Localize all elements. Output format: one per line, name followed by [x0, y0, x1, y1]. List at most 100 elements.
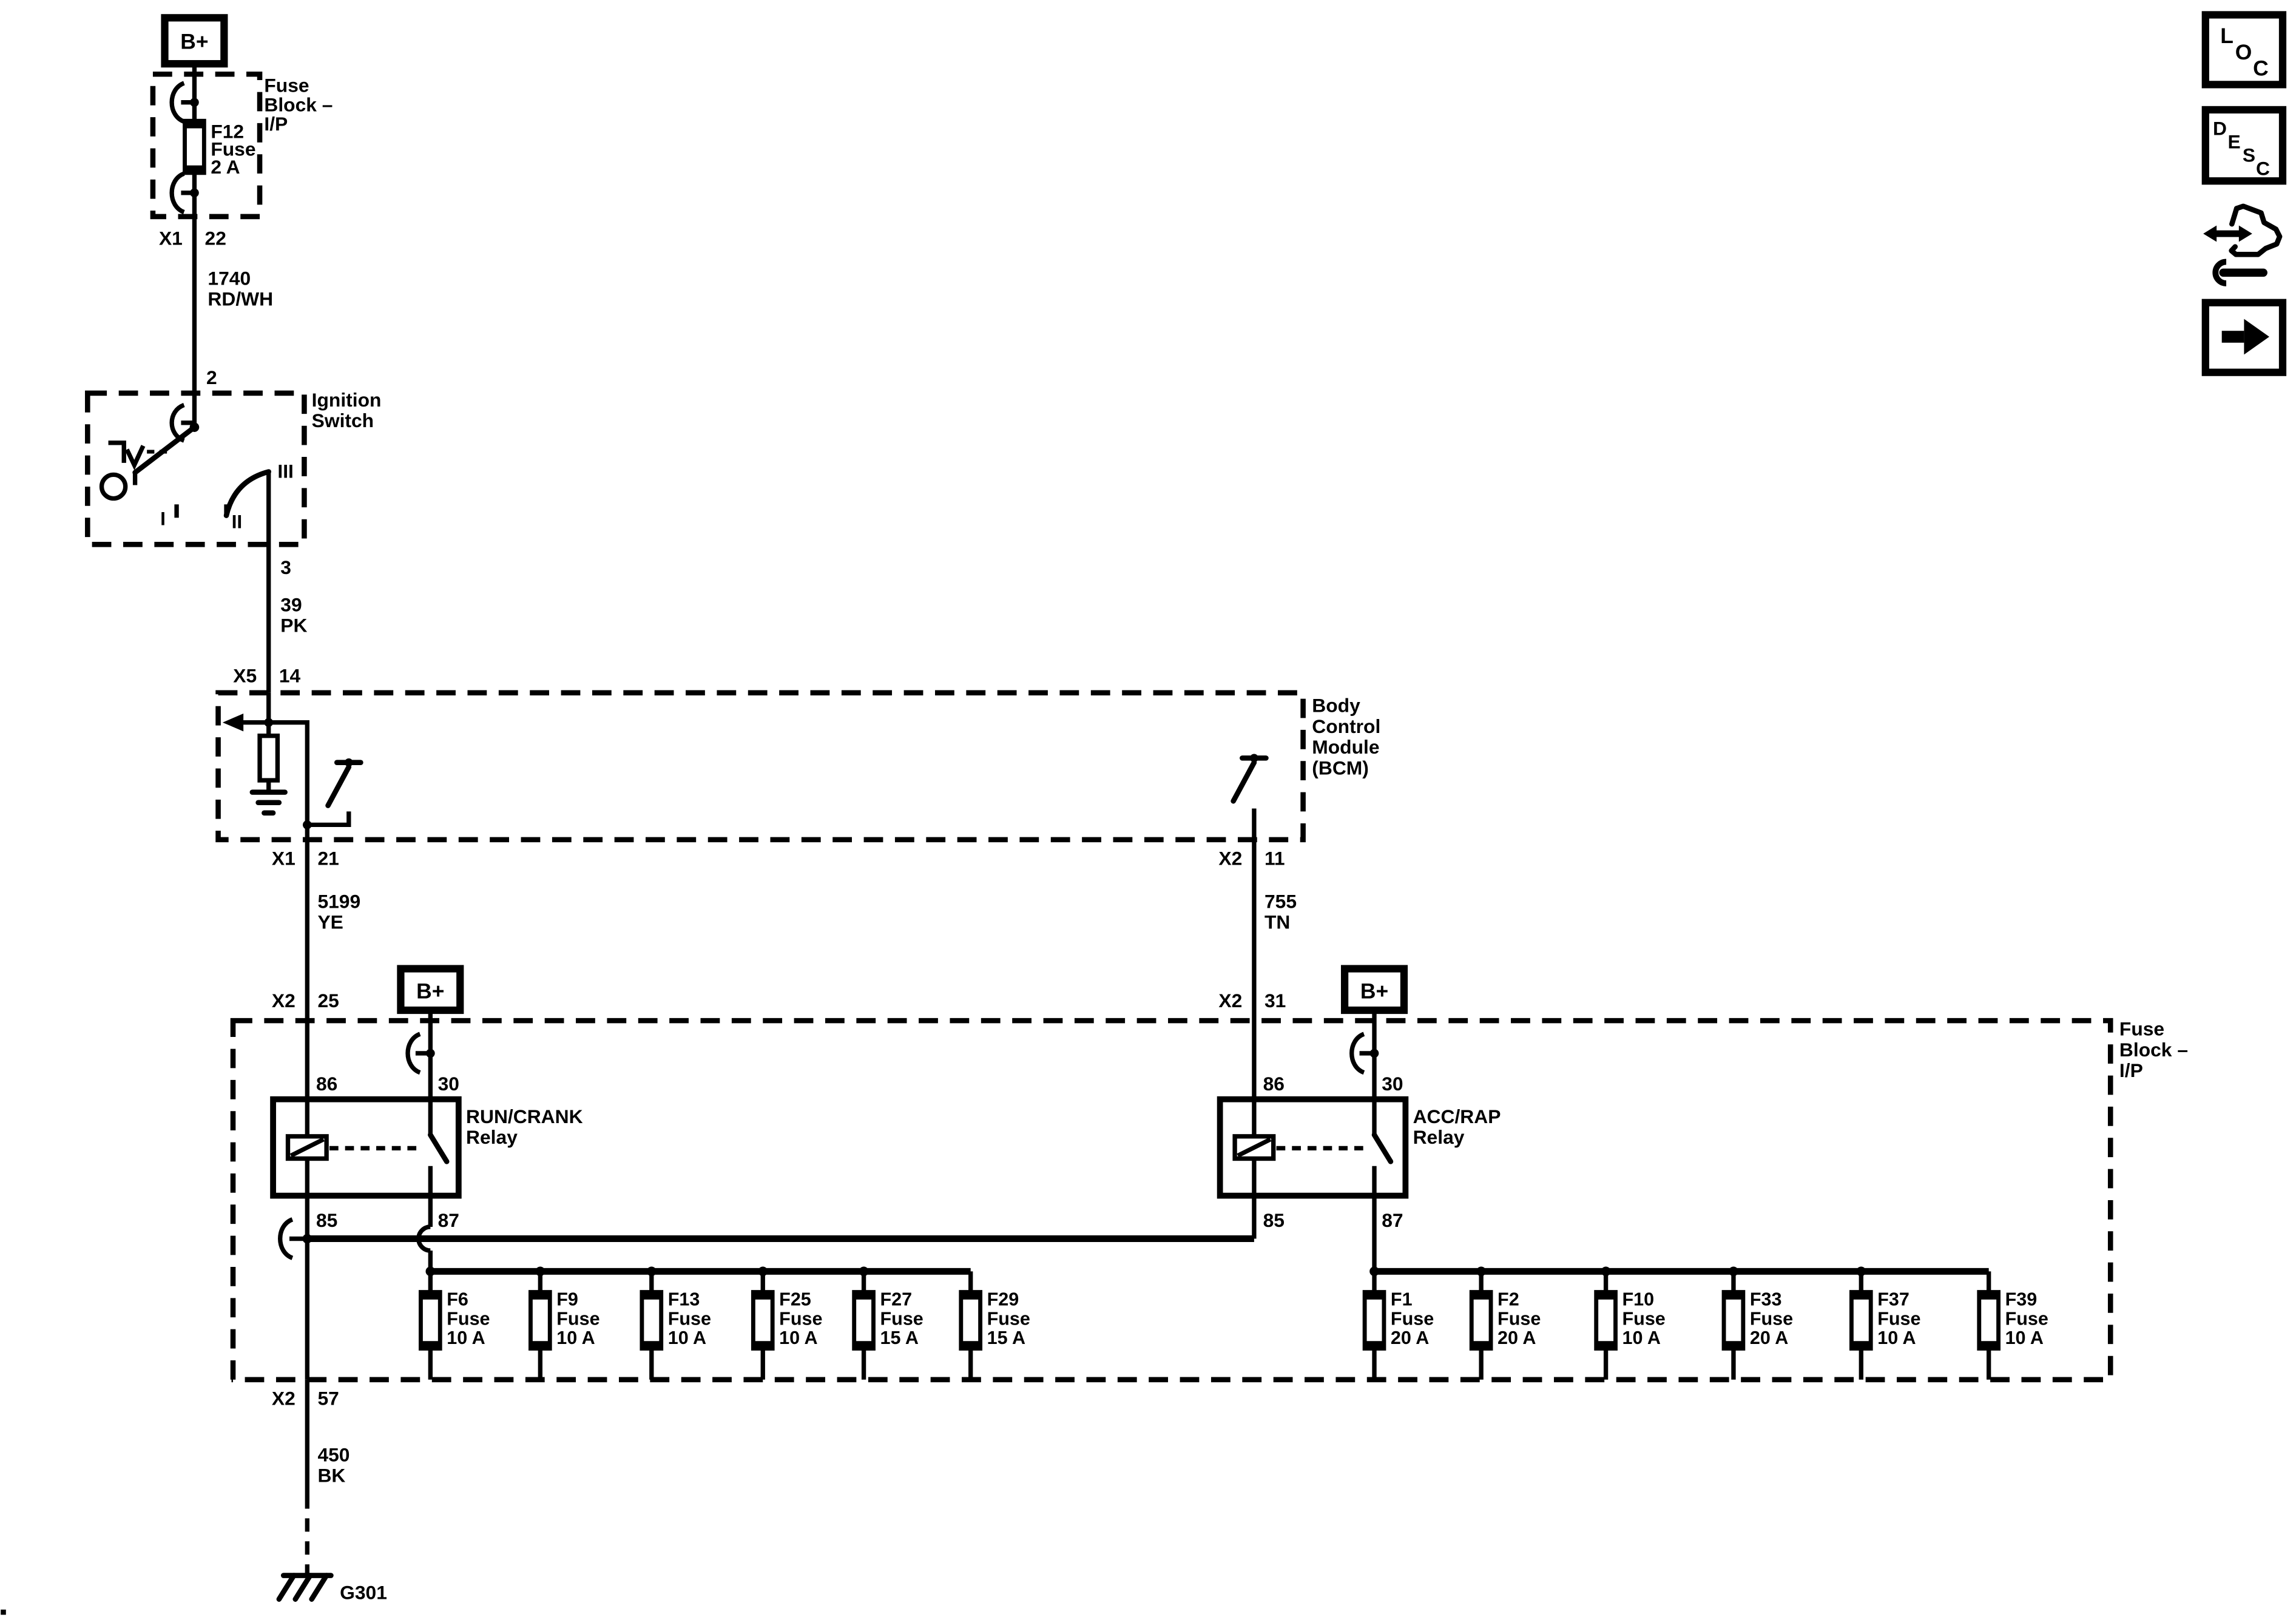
battery-feed-runcrank: B+ [397, 965, 464, 1135]
ignition-name-1: Ignition [312, 389, 382, 411]
pin-87-label: 87 [438, 1209, 459, 1231]
bcm: Body Control Module (BCM) [215, 690, 1380, 843]
bcm-driver-left [302, 758, 363, 829]
position-arc [223, 469, 272, 518]
vehicle-wrench-icon [2203, 203, 2283, 286]
junction-dot [190, 98, 199, 107]
battery-feed-accrap: B+ [1340, 965, 1408, 1135]
ground-bus [278, 1217, 1254, 1260]
fuse-f29: F29 Fuse 15 A [959, 1271, 1030, 1380]
bcm-driver-right [1231, 754, 1269, 840]
pin-85-label: 85 [316, 1209, 337, 1231]
ignition-switch: Ignition Switch I II III 3 [85, 389, 382, 693]
loc-letter-l: L [2220, 24, 2234, 48]
pin-30-label: 30 [438, 1073, 459, 1095]
vehicle-tools-button[interactable] [2203, 203, 2283, 286]
relay-box [1217, 1096, 1409, 1199]
svg-text:F33: F33 [1750, 1289, 1782, 1310]
fuse-f12: F12 Fuse 2 A [183, 118, 256, 178]
left-fuse-bus [425, 1266, 971, 1277]
fuse-f9: F9 Fuse 10 A [528, 1271, 600, 1380]
svg-text:F13: F13 [668, 1289, 700, 1310]
loc-letter-o: O [2235, 40, 2252, 64]
pin-31-label: 31 [1264, 990, 1286, 1011]
junction-dot [302, 820, 312, 829]
circuit-755: 755 [1264, 890, 1297, 912]
loc-button[interactable]: L O C [2201, 11, 2287, 89]
top-fuse-block-name-3: I/P [264, 113, 288, 135]
svg-text:20 A: 20 A [1750, 1328, 1788, 1348]
svg-text:Fuse: Fuse [880, 1308, 923, 1329]
right-arrow-icon [2221, 319, 2269, 355]
run-crank-relay: 86 30 RUN/CRANK Relay 85 87 [270, 1073, 583, 1380]
clip-icon [1349, 1031, 1365, 1075]
wire-1740-labels: 1740 RD/WH 2 [206, 267, 273, 388]
signal-arrow-icon [222, 714, 244, 732]
ground-label: G301 [340, 1582, 387, 1604]
relay-contact-arm [428, 1132, 450, 1164]
svg-text:Fuse: Fuse [1391, 1308, 1434, 1329]
fuse-f12-type: Fuse [211, 138, 255, 160]
main-fuse-block-box [230, 1018, 2113, 1383]
svg-text:Fuse: Fuse [779, 1308, 822, 1329]
desc-button[interactable]: D E S C [2201, 106, 2287, 185]
pin-86-label: 86 [1263, 1073, 1285, 1095]
ignition-name-2: Switch [312, 410, 374, 431]
svg-text:20 A: 20 A [1391, 1328, 1429, 1348]
desc-letter-s: S [2243, 144, 2255, 166]
bcm-name-4: (BCM) [1312, 757, 1369, 778]
svg-text:Fuse: Fuse [447, 1308, 490, 1329]
connector-x2-label: X2 [272, 1387, 295, 1409]
desc-letter-d: D [2213, 117, 2227, 139]
svg-text:20 A: 20 A [1497, 1328, 1536, 1348]
battery-label: B+ [180, 30, 208, 54]
color-rdwh: RD/WH [208, 288, 273, 310]
svg-text:10 A: 10 A [2005, 1328, 2044, 1348]
svg-text:F2: F2 [1497, 1289, 1519, 1310]
pin-11-label: 11 [1264, 847, 1285, 869]
svg-text:15 A: 15 A [987, 1328, 1025, 1348]
svg-text:Fuse: Fuse [1877, 1308, 1920, 1329]
connector-x5-label: X5 [233, 665, 257, 687]
fuse-f37: F37 Fuse 10 A [1849, 1271, 1921, 1380]
svg-text:10 A: 10 A [1622, 1328, 1661, 1348]
svg-text:F6: F6 [447, 1289, 468, 1310]
driver-arm [1231, 760, 1257, 804]
right-fuse-bus [1369, 1266, 1989, 1277]
main-fuse-block-name-3: I/P [2119, 1059, 2143, 1081]
svg-text:F29: F29 [987, 1289, 1019, 1310]
pin-14-label: 14 [279, 665, 301, 687]
svg-text:Fuse: Fuse [2005, 1308, 2048, 1329]
color-tn: TN [1264, 911, 1290, 933]
next-button[interactable] [2201, 299, 2287, 376]
wire-5199-run: X1 21 5199 YE X2 25 [272, 839, 360, 1136]
ground-run: X2 57 450 BK G301 [272, 1379, 387, 1604]
fuse-f12-id: F12 [211, 120, 244, 142]
circuit-39: 39 [280, 593, 302, 615]
main-fuse-block-name-2: Block – [2119, 1039, 2188, 1061]
ignition-pin-3: 3 [280, 556, 291, 578]
pin-87-label: 87 [1382, 1209, 1403, 1231]
bcm-name-3: Module [1312, 736, 1379, 758]
svg-text:Fuse: Fuse [1622, 1308, 1666, 1329]
desc-letter-c: C [2256, 158, 2270, 180]
main-fuse-block: Fuse Block – I/P 86 30 RUN/CRANK Relay 8… [230, 1018, 2188, 1383]
bcm-name-2: Control [1312, 715, 1380, 737]
color-bk: BK [317, 1465, 345, 1487]
fuse-f6: F6 Fuse 10 A [419, 1271, 490, 1380]
connector-x1-label: X1 [272, 847, 295, 869]
fuse-f13: F13 Fuse 10 A [640, 1271, 711, 1380]
acc-rap-relay: 86 30 ACC/RAP Relay 85 87 [1217, 1073, 1501, 1272]
pin-30-label: 30 [1382, 1073, 1403, 1095]
relay-name-2: Relay [466, 1126, 518, 1148]
circuit-5199: 5199 [317, 890, 360, 912]
junction-dot [426, 1048, 435, 1058]
bcm-name-1: Body [1312, 695, 1360, 717]
svg-text:10 A: 10 A [779, 1328, 817, 1348]
desc-letter-e: E [2227, 131, 2240, 153]
svg-text:F37: F37 [1877, 1289, 1909, 1310]
connector-x2-label: X2 [1218, 990, 1242, 1011]
relay-name-1: ACC/RAP [1413, 1106, 1501, 1127]
svg-text:10 A: 10 A [1877, 1328, 1916, 1348]
